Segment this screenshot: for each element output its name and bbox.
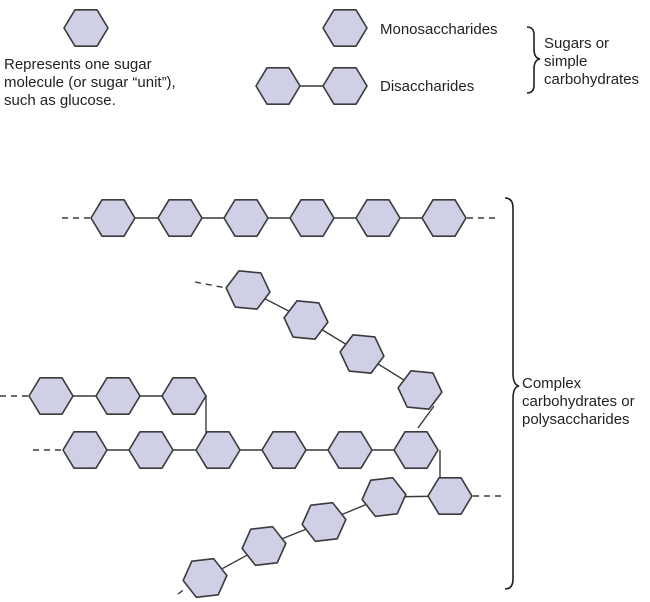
monosaccharides-label: Monosaccharides (380, 21, 498, 38)
main-chain-sugar-unit (128, 431, 174, 469)
linear-chain-sugar-unit (157, 199, 203, 237)
unit-description: Represents one sugar molecule (or sugar … (4, 56, 176, 110)
left-branch-sugar-unit (28, 377, 74, 415)
complex-carbohydrates-brace (504, 197, 520, 590)
lower-branch-sugar-unit (241, 525, 287, 567)
linear-chain-sugar-unit (223, 199, 269, 237)
lower-branch-sugar-unit (301, 501, 347, 543)
sugar-units-layer (28, 9, 473, 599)
linear-chain-sugar-unit (421, 199, 467, 237)
unit-description-line-3: such as glucose. (4, 92, 116, 109)
lower-branch-sugar-unit (361, 476, 407, 518)
right-terminal-sugar-unit (427, 477, 473, 515)
linear-chain-sugar-unit (90, 199, 136, 237)
simple-label-line-3: carbohydrates (544, 71, 640, 88)
complex-carbohydrates-label: Complex carbohydrates or polysaccharides (522, 375, 635, 429)
main-chain-sugar-unit (393, 431, 439, 469)
bonds-layer (0, 85, 505, 595)
monosaccharide-unit (322, 9, 368, 47)
unit-description-line-2: molecule (or sugar “unit”), (4, 74, 176, 91)
lower-branch-open-end (177, 587, 187, 595)
main-chain-sugar-unit (195, 431, 241, 469)
disaccharide-sugar-unit (255, 67, 301, 105)
complex-label-line-1: Complex (522, 375, 582, 392)
upper-branch-sugar-unit (397, 370, 443, 410)
legend-sugar-unit (63, 9, 109, 47)
complex-label-line-2: carbohydrates or (522, 393, 635, 410)
branch-link (417, 405, 435, 429)
upper-branch-open-end (194, 281, 227, 289)
linear-chain-sugar-unit (355, 199, 401, 237)
disaccharides-label: Disaccharides (380, 78, 475, 95)
simple-label-line-1: Sugars or (544, 35, 610, 52)
upper-branch-sugar-unit (225, 270, 271, 310)
left-branch-sugar-unit (95, 377, 141, 415)
main-chain-sugar-unit (62, 431, 108, 469)
simple-carbohydrates-brace (526, 26, 541, 94)
unit-description-line-1: Represents one sugar (4, 56, 152, 73)
simple-carbohydrates-label: Sugars or simple carbohydrates (544, 35, 639, 89)
upper-branch-sugar-unit (339, 334, 385, 374)
disaccharide-sugar-unit (322, 67, 368, 105)
left-branch-sugar-unit (161, 377, 207, 415)
linear-chain-sugar-unit (289, 199, 335, 237)
upper-branch-sugar-unit (283, 300, 329, 340)
complex-label-line-3: polysaccharides (522, 411, 630, 428)
simple-label-line-2: simple (544, 53, 588, 70)
main-chain-sugar-unit (261, 431, 307, 469)
lower-branch-sugar-unit (182, 557, 228, 599)
main-chain-sugar-unit (327, 431, 373, 469)
